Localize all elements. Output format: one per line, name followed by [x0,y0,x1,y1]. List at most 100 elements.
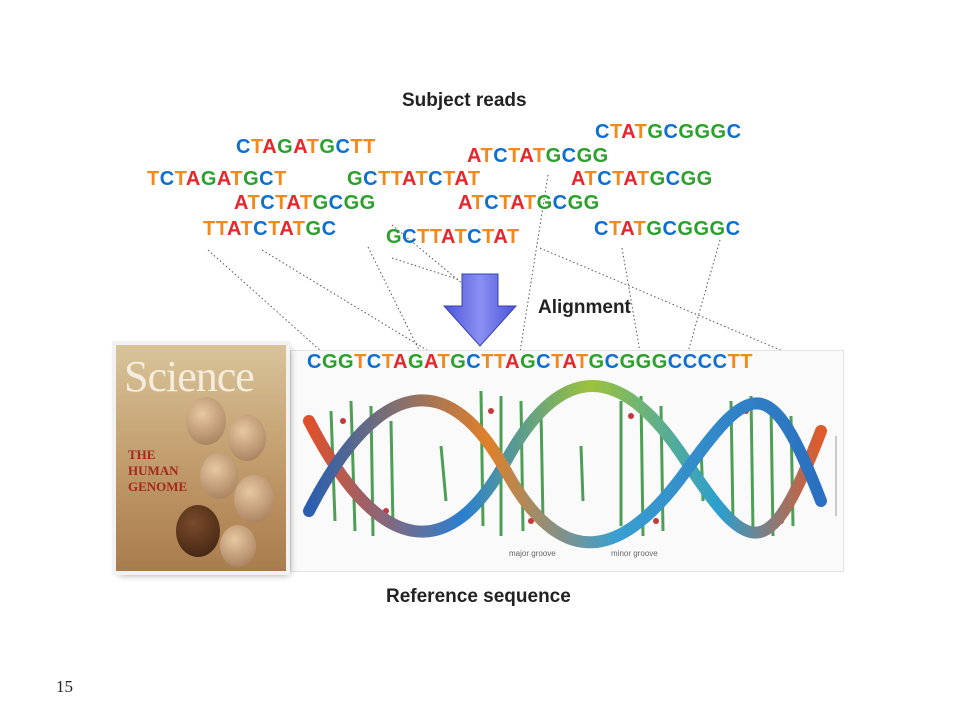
nucleotide-C: C [467,226,483,248]
nucleotide-T: T [499,192,511,214]
alignment-label: Alignment [538,297,631,318]
nucleotide-T: T [551,351,563,373]
nucleotide-A: A [571,168,585,190]
read-r9: TTATCTATGC [203,218,337,241]
page-number: 15 [56,677,73,696]
cover-masthead: Science [124,352,255,401]
nucleotide-T: T [268,218,280,240]
nucleotide-A: A [510,192,524,214]
nucleotide-G: G [646,218,663,240]
nucleotide-A: A [458,192,472,214]
nucleotide-T: T [381,351,393,373]
nucleotide-G: G [649,168,666,190]
guide-line [207,249,323,353]
nucleotide-T: T [203,218,216,240]
dna-helix-image: major groove minor groove [290,350,844,572]
nucleotide-C: C [594,218,609,240]
nucleotide-G: G [407,351,424,373]
nucleotide-T: T [443,168,455,190]
nucleotide-T: T [612,168,624,190]
nucleotide-T: T [274,168,287,190]
nucleotide-G: G [709,218,726,240]
nucleotide-T: T [299,192,313,214]
nucleotide-T: T [240,218,254,240]
nucleotide-T: T [354,351,367,373]
face-image [220,525,256,567]
nucleotide-A: A [620,218,634,240]
nucleotide-T: T [147,168,160,190]
face-image [228,415,266,461]
nucleotide-C: C [260,192,276,214]
face-image [176,505,220,557]
nucleotide-C: C [428,168,444,190]
nucleotide-C: C [665,168,681,190]
face-image [200,453,238,499]
nucleotide-T: T [633,218,647,240]
nucleotide-G: G [386,226,403,248]
nucleotide-A: A [286,192,300,214]
nucleotide-T: T [306,136,320,158]
nucleotide-A: A [392,351,408,373]
nucleotide-T: T [609,121,622,143]
nucleotide-A: A [519,145,533,167]
nucleotide-G: G [693,218,710,240]
guide-line [519,174,549,353]
reference-sequence-title: Reference sequence [386,586,571,607]
nucleotide-G: G [312,192,329,214]
nucleotide-G: G [677,218,694,240]
nucleotide-A: A [454,168,468,190]
guide-line [539,247,786,353]
nucleotide-T: T [740,351,753,373]
nucleotide-A: A [226,218,241,240]
nucleotide-G: G [567,192,584,214]
nucleotide-C: C [159,168,175,190]
read-r3: ATCTATGCGG [467,145,609,168]
nucleotide-T: T [275,192,287,214]
nucleotide-T: T [493,351,506,373]
nucleotide-T: T [230,168,244,190]
nucleotide-C: C [402,226,418,248]
nucleotide-A: A [401,168,416,190]
read-r2: CTAGATGCTT [236,136,376,159]
nucleotide-G: G [343,192,360,214]
nucleotide-G: G [321,351,339,373]
nucleotide-G: G [694,121,711,143]
nucleotide-G: G [545,145,562,167]
nucleotide-A: A [185,168,201,190]
nucleotide-T: T [378,168,391,190]
nucleotide-T: T [429,226,441,248]
nucleotide-C: C [236,136,251,158]
read-r4: TCTAGATGCT [147,168,287,191]
nucleotide-T: T [634,121,648,143]
nucleotide-T: T [481,351,494,373]
nucleotide-G: G [277,136,294,158]
nucleotide-G: G [647,121,664,143]
nucleotide-A: A [293,136,307,158]
nucleotide-G: G [651,351,668,373]
nucleotide-C: C [321,218,337,240]
down-arrow-icon [442,273,518,347]
cover-headline: THE HUMAN GENOME [128,447,188,494]
nucleotide-T: T [506,226,520,248]
major-groove-label: major groove [509,549,556,558]
nucleotide-G: G [576,145,593,167]
nucleotide-G: G [536,192,553,214]
nucleotide-C: C [597,168,613,190]
nucleotide-C: C [552,192,568,214]
nucleotide-A: A [623,168,637,190]
nucleotide-G: G [680,168,697,190]
nucleotide-T: T [532,145,546,167]
nucleotide-C: C [725,218,741,240]
nucleotide-C: C [667,351,683,373]
nucleotide-T: T [247,192,261,214]
read-r1: CTATGCGGGC [595,121,742,144]
nucleotide-G: G [583,192,600,214]
nucleotide-C: C [682,351,698,373]
nucleotide-G: G [305,218,322,240]
nucleotide-A: A [467,145,481,167]
nucleotide-C: C [595,121,610,143]
nucleotide-C: C [493,145,509,167]
nucleotide-A: A [424,351,438,373]
nucleotide-T: T [636,168,650,190]
nucleotide-T: T [480,145,494,167]
